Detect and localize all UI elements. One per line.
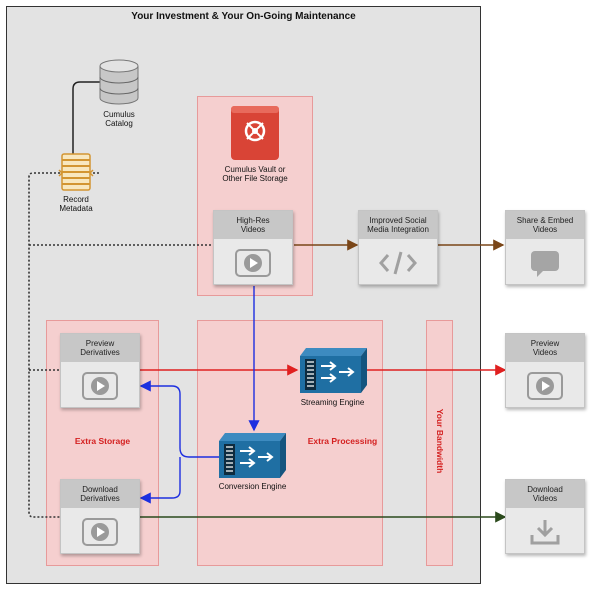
streaming-engine-label: Streaming Engine <box>300 398 365 407</box>
diagram-title: Your Investment & Your On-Going Maintena… <box>131 11 356 22</box>
share-embed-card[interactable]: Share & Embed Videos <box>505 210 585 285</box>
download-videos-title: Download Videos <box>506 480 584 508</box>
share-embed-title: Share & Embed Videos <box>506 211 584 239</box>
download-derivatives-title: Download Derivatives <box>61 480 139 508</box>
catalog-label: Cumulus Catalog <box>103 110 135 128</box>
vault-label: Cumulus Vault or Other File Storage <box>222 165 288 183</box>
extra-processing-label: Extra Processing <box>307 436 378 446</box>
arrow-conversion-to-preview <box>139 380 219 458</box>
bandwidth-zone <box>426 320 453 566</box>
catalog-link <box>72 81 100 155</box>
high-res-videos-card[interactable]: High-Res Videos <box>213 210 293 285</box>
download-derivatives-card[interactable]: Download Derivatives <box>60 479 140 554</box>
play-icon <box>527 371 563 400</box>
chat-icon <box>531 250 559 277</box>
ledger-icon <box>58 153 94 191</box>
video-engine-icon <box>300 348 367 393</box>
play-icon <box>235 248 271 277</box>
database-icon <box>99 59 139 105</box>
arrow-conversion-to-download <box>139 457 181 504</box>
download-icon <box>530 519 560 544</box>
play-icon <box>82 371 118 400</box>
preview-derivatives-card[interactable]: Preview Derivatives <box>60 333 140 408</box>
social-media-title: Improved Social Media Integration <box>359 211 437 239</box>
metadata-dotted-main <box>28 172 60 518</box>
video-engine-icon <box>219 433 286 478</box>
code-icon <box>379 251 417 274</box>
preview-videos-title: Preview Videos <box>506 334 584 362</box>
preview-derivatives-title: Preview Derivatives <box>61 334 139 362</box>
record-metadata-label: Record Metadata <box>59 195 93 213</box>
vault-icon <box>231 106 279 160</box>
preview-videos-card[interactable]: Preview Videos <box>505 333 585 408</box>
conversion-engine-label: Conversion Engine <box>218 482 287 491</box>
social-media-card[interactable]: Improved Social Media Integration <box>358 210 438 285</box>
download-videos-card[interactable]: Download Videos <box>505 479 585 554</box>
high-res-videos-title: High-Res Videos <box>214 211 292 239</box>
extra-storage-label: Extra Storage <box>74 436 131 446</box>
play-icon <box>82 517 118 546</box>
